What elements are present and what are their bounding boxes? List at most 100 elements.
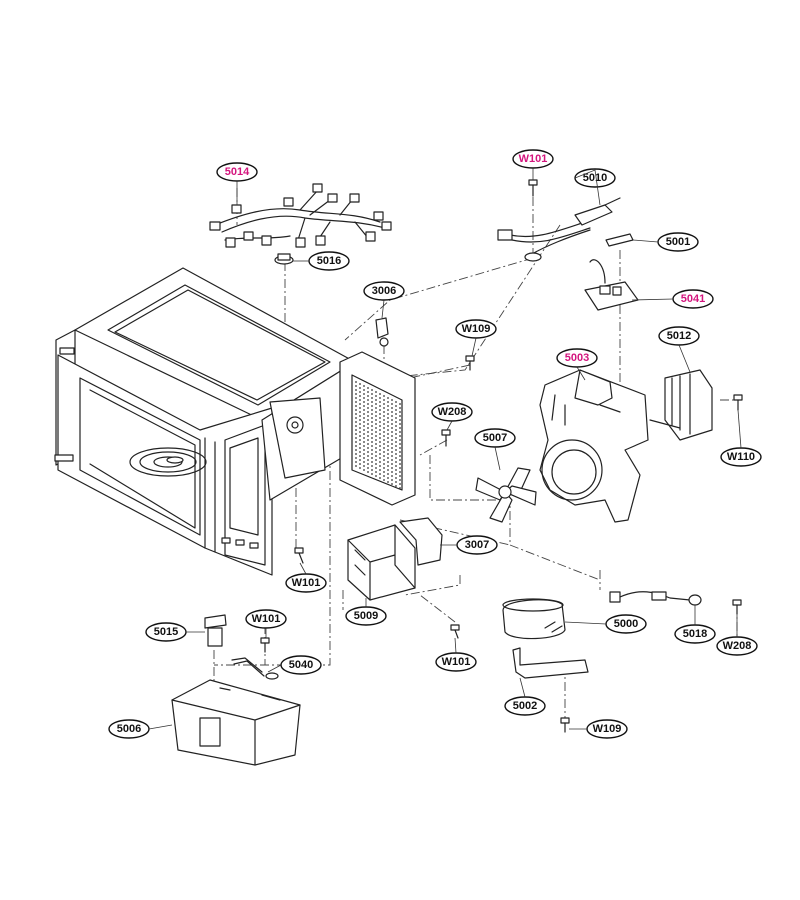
vent-hole: [383, 459, 385, 461]
vent-hole: [399, 435, 401, 437]
callouts: 5014 5016 W101 5010 5001 5041 3006 W109 …: [108, 149, 762, 739]
vent-hole: [371, 405, 373, 407]
callout-5002: 5002: [504, 696, 546, 716]
callout-label: 5007: [483, 432, 507, 444]
vent-hole: [359, 463, 361, 465]
vent-hole: [395, 445, 397, 447]
vent-hole: [371, 413, 373, 415]
callout-w208-mid: W208: [431, 402, 473, 422]
vent-hole: [371, 397, 373, 399]
vent-hole: [363, 425, 365, 427]
vent-hole: [363, 437, 365, 439]
vent-hole: [363, 457, 365, 459]
vent-hole: [383, 451, 385, 453]
lamp-socket-5015: [204, 614, 227, 647]
vent-hole: [387, 413, 389, 415]
thermostat-5016: [274, 253, 294, 265]
vent-hole: [355, 461, 357, 463]
vent-hole: [399, 475, 401, 477]
vent-hole: [355, 401, 357, 403]
vent-hole: [371, 409, 373, 411]
vent-hole: [375, 435, 377, 437]
vent-hole: [395, 401, 397, 403]
callout-label: 5009: [354, 610, 378, 622]
vent-hole: [391, 415, 393, 417]
vent-hole: [371, 449, 373, 451]
vent-hole: [367, 403, 369, 405]
vent-hole: [359, 447, 361, 449]
vent-hole: [375, 423, 377, 425]
vent-hole: [359, 459, 361, 461]
vent-hole: [375, 431, 377, 433]
screw-w109-top: [465, 355, 475, 371]
vent-hole: [383, 431, 385, 433]
oven-cabinet: [54, 267, 356, 576]
vent-hole: [355, 417, 357, 419]
vent-hole: [399, 463, 401, 465]
vent-hole: [395, 433, 397, 435]
vent-hole: [395, 453, 397, 455]
vent-hole: [399, 471, 401, 473]
vent-hole: [375, 475, 377, 477]
vent-hole: [395, 465, 397, 467]
vent-hole: [355, 397, 357, 399]
vent-hole: [387, 409, 389, 411]
callout-label: 5015: [154, 626, 178, 638]
vent-hole: [367, 467, 369, 469]
vent-hole: [363, 465, 365, 467]
vent-hole: [379, 469, 381, 471]
vent-hole: [387, 465, 389, 467]
vent-hole: [367, 459, 369, 461]
vent-hole: [387, 441, 389, 443]
vent-hole: [371, 453, 373, 455]
vent-hole: [355, 437, 357, 439]
vent-hole: [355, 429, 357, 431]
vent-hole: [367, 427, 369, 429]
vent-hole: [367, 395, 369, 397]
vent-hole: [355, 425, 357, 427]
vent-hole: [355, 445, 357, 447]
callout-w110: W110: [720, 447, 762, 467]
vent-hole: [399, 487, 401, 489]
vent-hole: [363, 409, 365, 411]
screw-w208-right: [732, 599, 742, 615]
transformer-5009: [347, 524, 416, 601]
vent-hole: [395, 409, 397, 411]
vent-hole: [375, 415, 377, 417]
vent-hole: [383, 415, 385, 417]
vent-hole: [355, 465, 357, 467]
vent-hole: [391, 471, 393, 473]
vent-hole: [399, 439, 401, 441]
vent-hole: [387, 449, 389, 451]
vent-hole: [379, 465, 381, 467]
vent-hole: [391, 467, 393, 469]
vent-hole: [363, 417, 365, 419]
vent-hole: [399, 403, 401, 405]
vent-hole: [383, 407, 385, 409]
vent-hole: [363, 433, 365, 435]
capacitor-5000: [502, 598, 566, 640]
vent-hole: [391, 439, 393, 441]
vent-hole: [367, 435, 369, 437]
callout-5007: 5007: [474, 428, 516, 448]
wire-harness-5014: [209, 183, 392, 248]
vent-hole: [383, 447, 385, 449]
vent-hole: [395, 485, 397, 487]
vent-hole: [399, 427, 401, 429]
vent-hole: [355, 441, 357, 443]
callout-label: 5014: [225, 166, 250, 178]
vent-hole: [379, 441, 381, 443]
vent-hole: [375, 471, 377, 473]
vent-hole: [371, 401, 373, 403]
vent-hole: [395, 417, 397, 419]
vent-hole: [363, 469, 365, 471]
callout-label: 5003: [565, 352, 589, 364]
wire-assembly-5010: [497, 197, 621, 262]
vent-hole: [359, 407, 361, 409]
screw-w101-mid: [450, 624, 460, 639]
vent-hole: [367, 471, 369, 473]
vent-hole: [359, 423, 361, 425]
vent-hole: [391, 459, 393, 461]
vent-hole: [391, 475, 393, 477]
vent-hole: [355, 421, 357, 423]
